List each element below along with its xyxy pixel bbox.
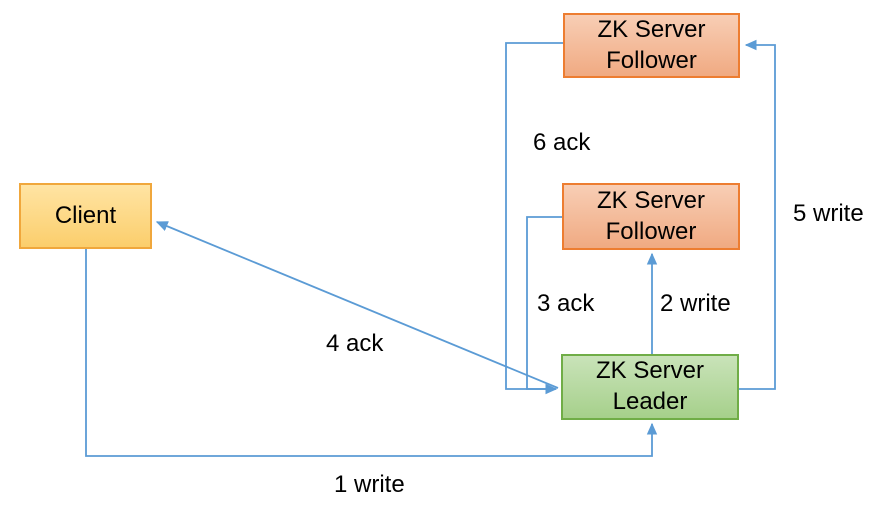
label-edge-6-ack: 6 ack [533,129,591,156]
node-label-line: ZK Server [597,15,706,43]
node-label-line: ZK Server [596,186,706,214]
label-edge-1-write: 1 write [334,471,405,498]
label-edge-4-ack: 4 ack [326,330,384,357]
node-label-line: ZK Server [595,357,705,385]
node-client: Client [19,183,152,249]
connector-edge-6-ack [505,42,563,395]
node-label-line: Follower [605,217,697,245]
connector-edge-1-write [85,249,658,457]
node-label-line: Client [54,201,117,229]
node-label-line: Leader [612,388,688,415]
connector-edge-5-write [739,39,776,390]
node-label-line: Follower [606,46,697,74]
label-edge-3-ack: 3 ack [537,290,595,317]
label-edge-2-write: 2 write [660,290,731,317]
label-edge-5-write: 5 write [793,200,864,227]
connector-edge-4-ack [155,221,559,389]
